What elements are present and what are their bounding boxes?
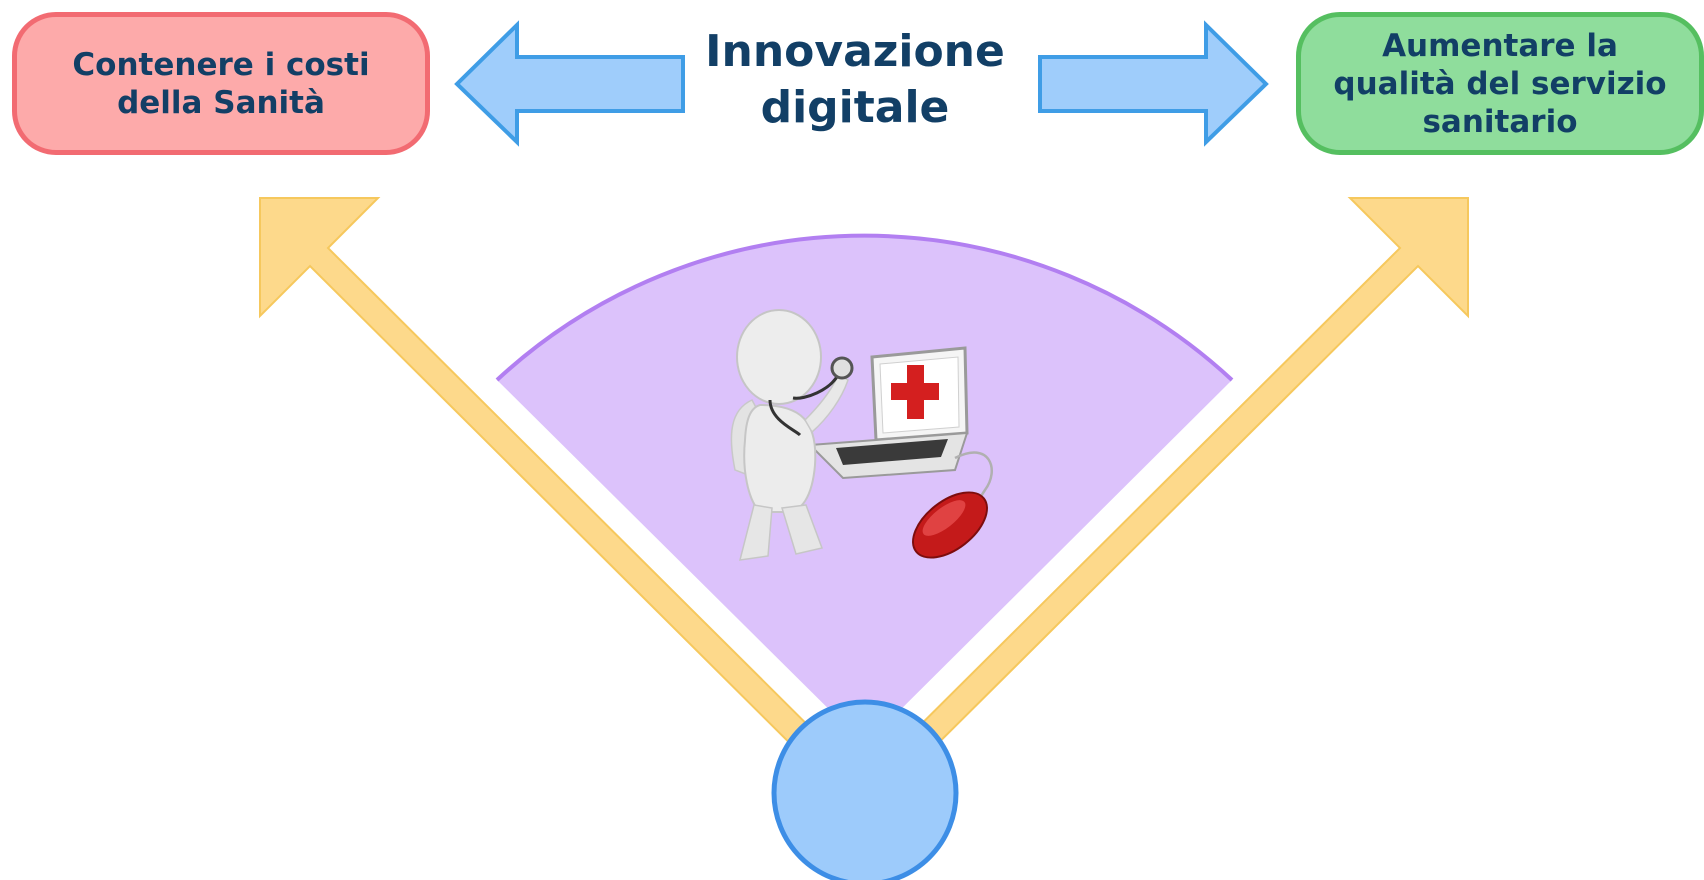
blue-arrow-left: [454, 20, 685, 147]
purple-fan-sector: [497, 235, 1232, 745]
right-goal-box: Aumentare la qualità del servizio sanita…: [1296, 12, 1704, 155]
blue-arrow-right: [1038, 20, 1269, 147]
doctor-with-laptop-and-mouse-icon: [730, 309, 993, 561]
center-title-line-2: digitale: [760, 82, 950, 133]
right-goal-line-1: Aumentare la: [1382, 27, 1618, 64]
purple-fan-arc: [495, 233, 1234, 382]
left-goal-line-2: della Sanità: [117, 84, 325, 121]
center-title-line-1: Innovazione: [705, 26, 1005, 77]
center-title: Innovazione digitale: [690, 24, 1020, 136]
base-circle: [771, 699, 959, 880]
left-goal-line-1: Contenere i costi: [72, 46, 370, 83]
left-goal-box: Contenere i costi della Sanità: [12, 12, 430, 155]
yellow-arrow-left: [259, 197, 873, 808]
right-goal-line-3: sanitario: [1422, 103, 1578, 140]
yellow-arrow-right: [855, 197, 1469, 808]
right-goal-line-2: qualità del servizio: [1333, 65, 1667, 102]
